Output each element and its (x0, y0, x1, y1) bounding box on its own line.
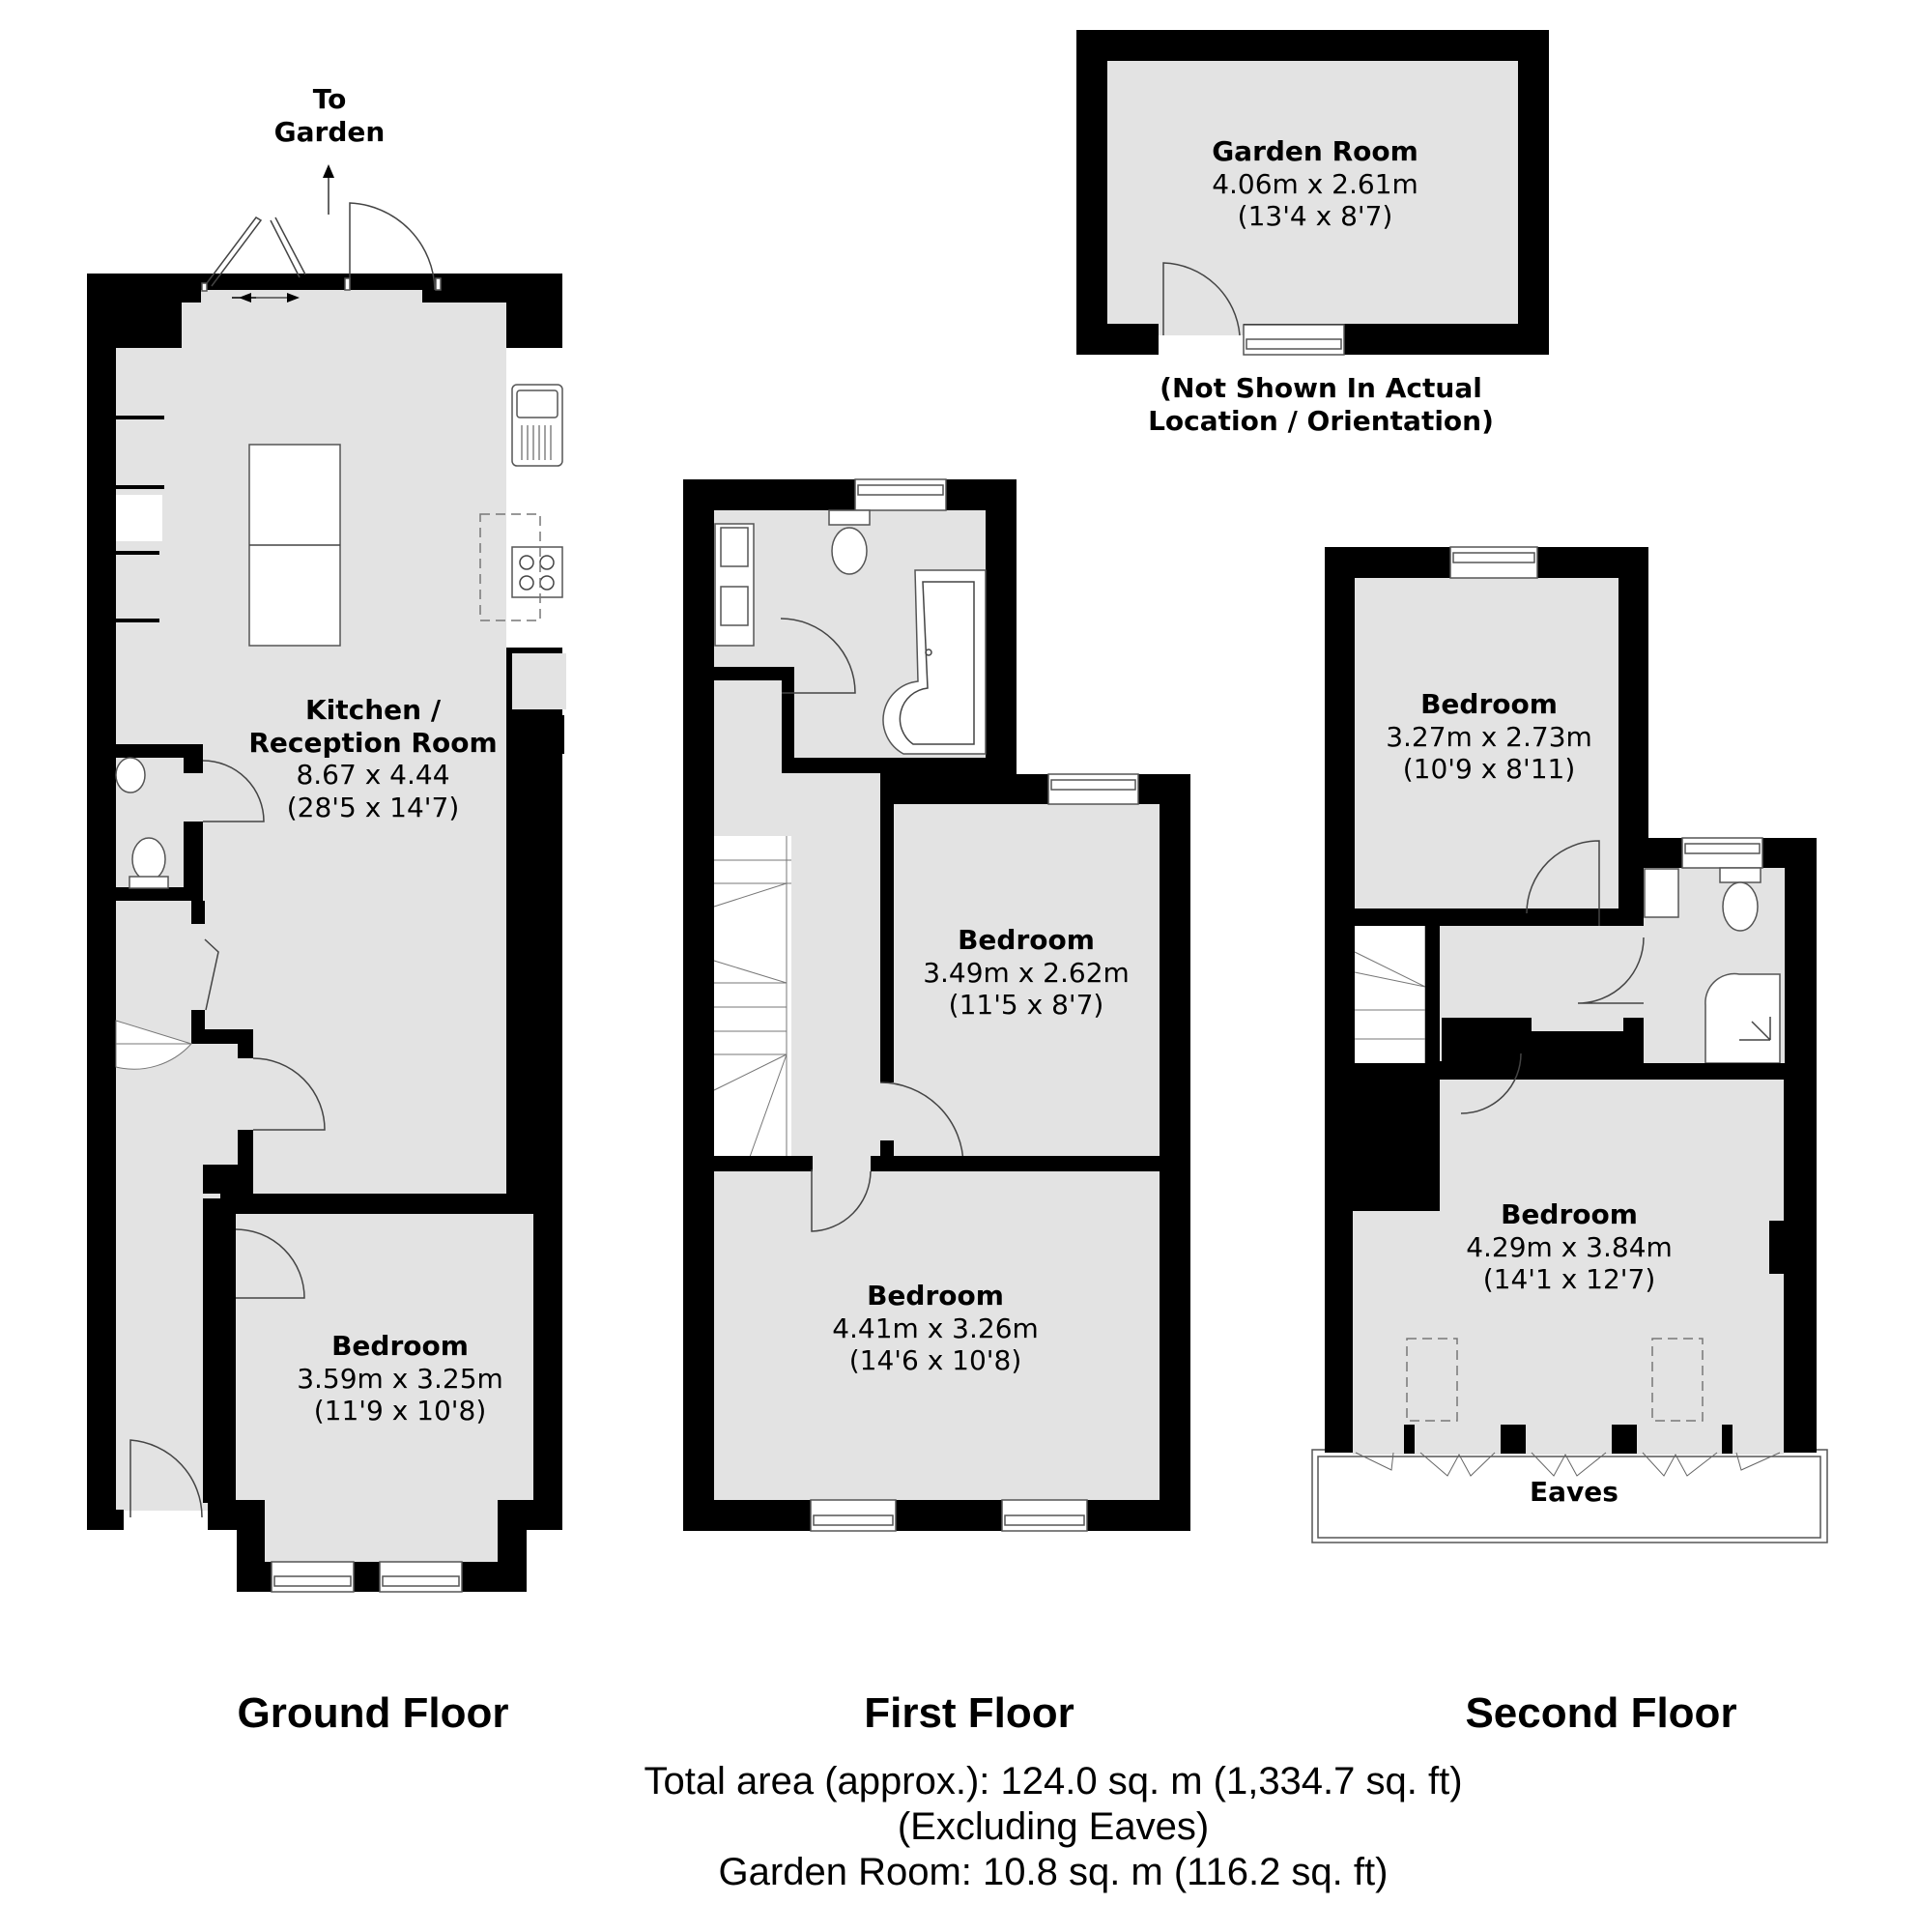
first-floor-plan (683, 478, 1190, 1532)
not-shown-note: (Not Shown In Actual Location / Orientat… (1148, 372, 1494, 437)
arrow-up-icon (323, 164, 334, 178)
toilet-icon (131, 837, 166, 881)
garden-room-door-icon (1162, 262, 1241, 336)
first-bedroom-back-label: Bedroom 3.49m x 2.62m (11'5 x 8'7) (923, 924, 1130, 1022)
second-floor-title: Second Floor (1465, 1689, 1737, 1737)
second-floor-plan (1311, 546, 1828, 1543)
garden-room-label: Garden Room 4.06m x 2.61m (13'4 x 8'7) (1212, 135, 1418, 233)
total-area: Total area (approx.): 124.0 sq. m (1,334… (644, 1760, 1463, 1802)
ground-floor-plan (87, 164, 566, 1593)
second-bedroom-back-label: Bedroom 3.27m x 2.73m (10'9 x 8'11) (1386, 688, 1592, 786)
to-garden-label: To Garden (273, 83, 386, 148)
first-bedroom-front-label: Bedroom 4.41m x 3.26m (14'6 x 10'8) (832, 1280, 1039, 1377)
ground-floor-title: Ground Floor (237, 1689, 509, 1737)
garden-room-area: Garden Room: 10.8 sq. m (116.2 sq. ft) (718, 1851, 1389, 1893)
garden-room-plan (1076, 30, 1549, 356)
kitchen-label: Kitchen / Reception Room 8.67 x 4.44 (28… (248, 694, 498, 823)
eaves-label: Eaves (1530, 1476, 1618, 1508)
second-bedroom-front-label: Bedroom 4.29m x 3.84m (14'1 x 12'7) (1466, 1198, 1673, 1296)
hob-icon (511, 546, 563, 598)
excluding-eaves-note: (Excluding Eaves) (897, 1805, 1210, 1848)
first-floor-title: First Floor (864, 1689, 1074, 1737)
ground-bedroom-label: Bedroom 3.59m x 3.25m (11'9 x 10'8) (297, 1330, 503, 1427)
area-summary: Total area (approx.): 124.0 sq. m (1,334… (644, 1759, 1462, 1895)
